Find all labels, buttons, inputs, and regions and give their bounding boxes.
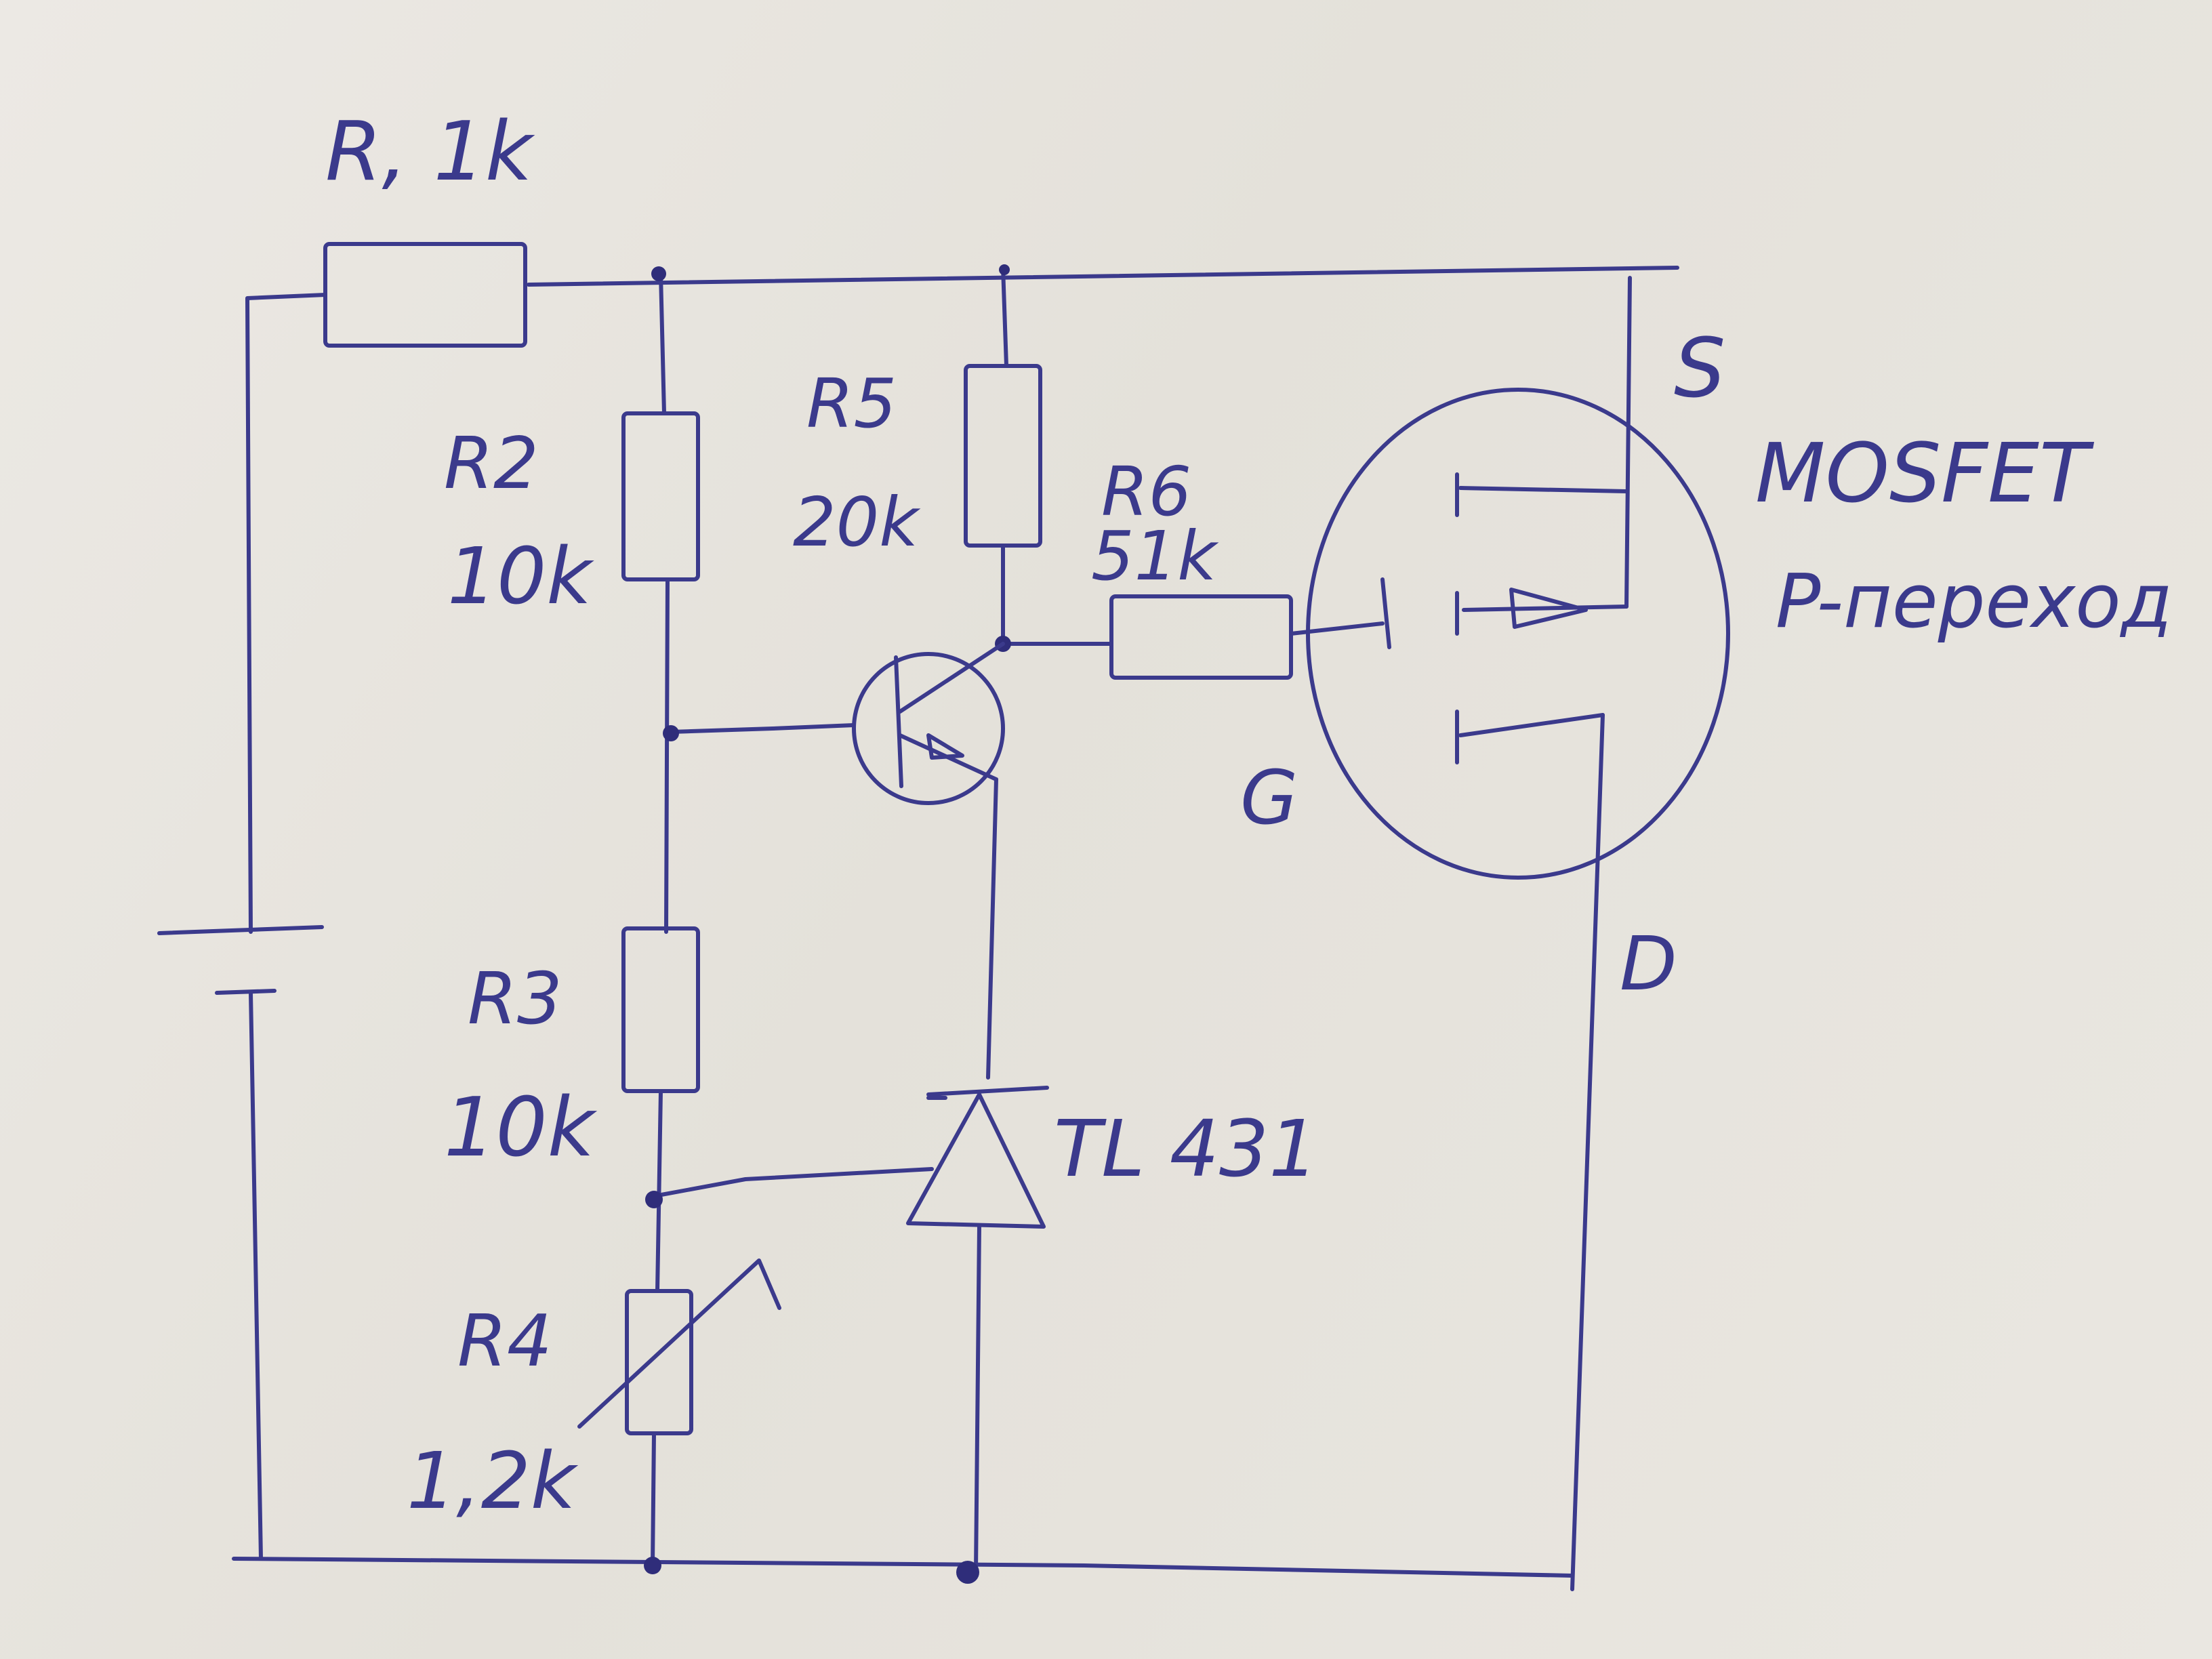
junction-top-r2 bbox=[651, 266, 666, 281]
wire-r6-gate bbox=[1289, 621, 1385, 636]
npn-transistor bbox=[852, 642, 1005, 805]
wires bbox=[232, 266, 1679, 1591]
battery-short-plate bbox=[215, 989, 276, 995]
wire-left-top bbox=[245, 293, 327, 934]
label-tl431: TL 431 bbox=[1054, 1104, 1318, 1195]
transistor-collector-lead bbox=[898, 642, 1005, 714]
label-r4-value: 1,2k bbox=[407, 1436, 579, 1527]
wire-r4-bottom bbox=[651, 1431, 656, 1568]
wire-emitter-tl431 bbox=[986, 777, 998, 1080]
battery-long-plate bbox=[157, 925, 324, 935]
label-drain: D bbox=[1620, 920, 1677, 1007]
wire-drain bbox=[1570, 713, 1605, 1591]
tl431-triangle bbox=[906, 1092, 1046, 1229]
tl431-cathode-bar bbox=[926, 1086, 1049, 1097]
mosfet-gate-plate bbox=[1380, 577, 1391, 649]
label-r5-name: R5 bbox=[806, 364, 897, 443]
resistor-r6 bbox=[1109, 594, 1293, 680]
transistor-envelope bbox=[852, 652, 1005, 805]
label-r6-value: 51k bbox=[1091, 516, 1219, 596]
label-r3-name: R3 bbox=[468, 958, 562, 1040]
resistor-r4-potentiometer bbox=[625, 1289, 693, 1435]
junction-bottom-r4 bbox=[644, 1557, 661, 1574]
wire-left-bottom bbox=[249, 991, 263, 1561]
potentiometer-arrow bbox=[577, 1258, 781, 1429]
junction-reference bbox=[645, 1191, 663, 1208]
wire-r3-r4 bbox=[655, 1089, 663, 1293]
junction-bottom-tl431 bbox=[956, 1561, 979, 1584]
mosfet-envelope bbox=[1306, 388, 1730, 880]
battery-symbol bbox=[157, 925, 324, 995]
wire-r5-top bbox=[1001, 266, 1008, 368]
label-r1: R, 1k bbox=[325, 105, 535, 199]
resistor-r3 bbox=[621, 926, 700, 1093]
label-mosfet-title: MOSFET bbox=[1755, 427, 2095, 521]
label-mosfet-type: P-переход bbox=[1776, 558, 2173, 644]
junction-base bbox=[663, 725, 679, 741]
wire-r2-r3 bbox=[664, 577, 670, 934]
mosfet-source-lead bbox=[1458, 486, 1629, 493]
mosfet-body-lead bbox=[1462, 605, 1629, 612]
mosfet-body-arrow bbox=[1509, 588, 1588, 629]
wire-top-rail bbox=[527, 266, 1679, 287]
label-r2-value: 10k bbox=[447, 531, 594, 622]
label-source: S bbox=[1674, 322, 1725, 416]
wire-source bbox=[1624, 276, 1632, 609]
mosfet-drain-lead bbox=[1458, 713, 1605, 737]
p-mosfet bbox=[1306, 388, 1730, 880]
label-r6-name: R6 bbox=[1101, 452, 1191, 531]
wire-reference bbox=[652, 1167, 934, 1198]
junction-top-r5 bbox=[999, 264, 1010, 275]
transistor-base-bar bbox=[894, 655, 903, 788]
wire-r2-top bbox=[659, 272, 666, 415]
resistor-r2 bbox=[621, 411, 700, 581]
wire-base bbox=[669, 723, 856, 734]
label-r4-name: R4 bbox=[457, 1300, 552, 1382]
label-gate: G bbox=[1240, 754, 1298, 841]
resistor-r1 bbox=[323, 242, 527, 348]
label-r2-name: R2 bbox=[444, 422, 539, 505]
transistor-emitter-arrow bbox=[926, 733, 964, 760]
wire-bottom-rail bbox=[232, 1557, 1574, 1578]
wire-tl431-bottom bbox=[974, 1225, 981, 1574]
label-r3-value: 10k bbox=[444, 1081, 598, 1175]
resistor-r5 bbox=[964, 364, 1042, 548]
label-r5-value: 20k bbox=[793, 483, 921, 562]
tl431-regulator bbox=[906, 1086, 1049, 1229]
